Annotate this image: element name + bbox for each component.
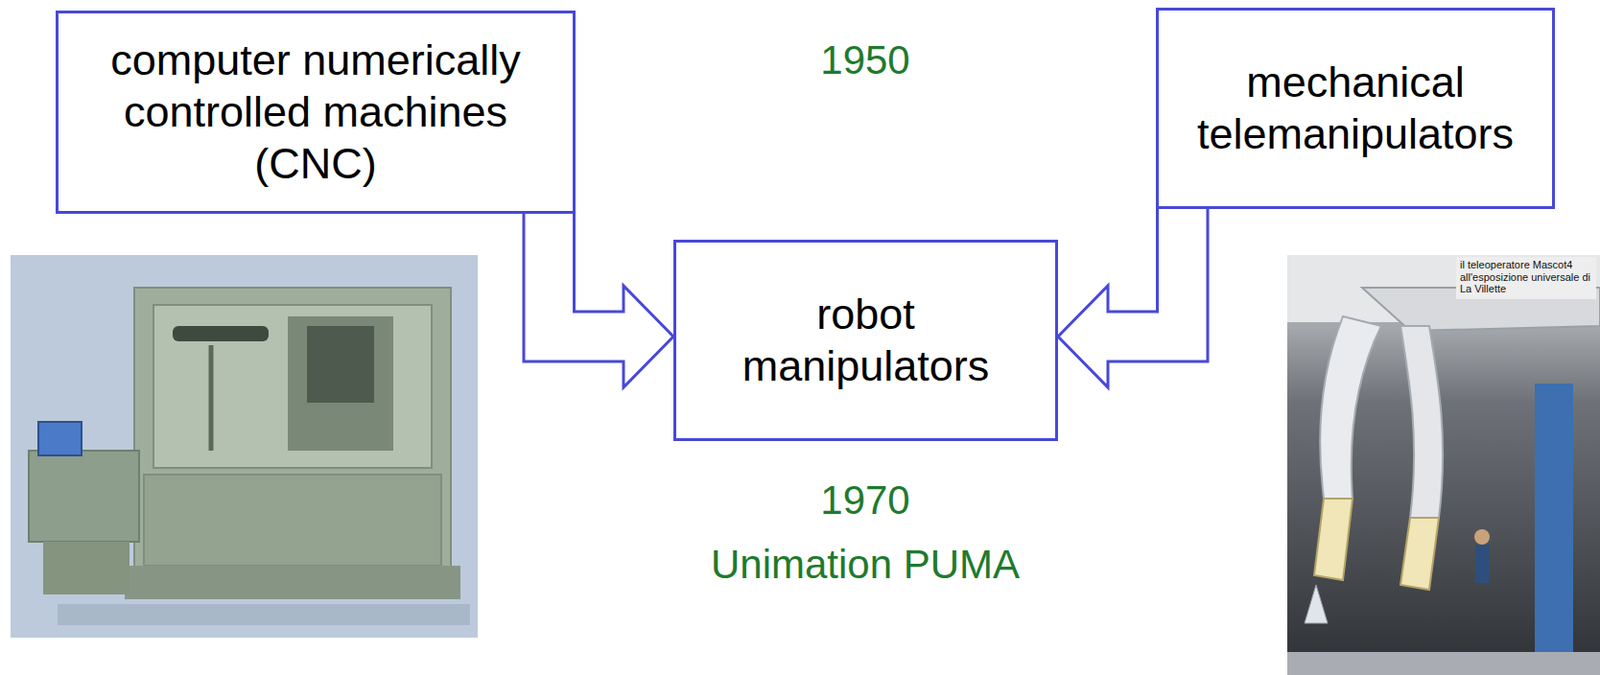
timeline-label: 1970 <box>769 476 962 525</box>
process-box: robot manipulators <box>673 239 1059 442</box>
block-arrow <box>1058 208 1208 389</box>
process-box: computer numerically controlled machines… <box>55 10 576 214</box>
box-label: mechanical telemanipulators <box>1172 56 1539 161</box>
box-label: computer numerically controlled machines… <box>71 34 560 190</box>
timeline-label: 1950 <box>769 36 962 85</box>
process-box: mechanical telemanipulators <box>1155 7 1555 210</box>
telemanipulator-photo <box>1287 255 1600 675</box>
photo-caption: il teleoperatore Mascot4 all'esposizione… <box>1459 258 1595 296</box>
cnc-photo <box>10 255 478 638</box>
block-arrow <box>523 212 674 389</box>
timeline-label: Unimation PUMA <box>673 541 1058 589</box>
box-label: robot manipulators <box>689 288 1042 393</box>
